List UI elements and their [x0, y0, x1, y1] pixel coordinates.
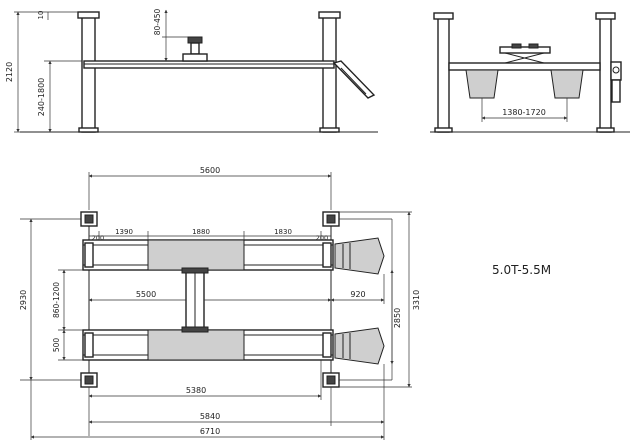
seg-edge-left-label: 200 — [92, 234, 104, 242]
bottom-inner-label: 5380 — [186, 386, 206, 395]
jack-saddle — [182, 36, 208, 62]
end-cross-beam — [448, 62, 601, 71]
end-view: 1380-1720 — [430, 12, 630, 133]
end-right-post — [599, 15, 612, 133]
left-post — [81, 13, 96, 133]
right-post — [322, 13, 337, 133]
end-left-post — [437, 15, 450, 133]
top-ramp — [334, 237, 385, 275]
saddle-travel-label: 80-450 — [153, 8, 162, 35]
bottom-ramp — [334, 327, 385, 365]
power-unit — [610, 61, 622, 81]
runway-width-label: 500 — [52, 338, 61, 353]
post-bottom-right — [322, 372, 340, 388]
bottom-overall-label: 6710 — [200, 427, 220, 436]
overall-outer-label: 5600 — [200, 166, 220, 175]
seg-edge-right-label: 200 — [316, 234, 328, 242]
left-runway-block — [465, 69, 499, 99]
seg-left-label: 1390 — [115, 228, 133, 236]
total-height-label: 2120 — [5, 62, 14, 82]
bottom-middle-label: 5840 — [200, 412, 220, 421]
plan-view: 5600 200 1390 1880 1830 200 5500 920 538… — [19, 166, 421, 440]
right-runway-block — [550, 69, 584, 99]
seg-mid-label: 1880 — [192, 228, 210, 236]
inner-length-label: 5500 — [136, 290, 156, 299]
post-top-right — [322, 211, 340, 227]
track-width-label: 1380-1720 — [502, 108, 546, 117]
post-top-left — [80, 211, 98, 227]
top-runway — [82, 239, 334, 271]
ramp-length-label: 920 — [350, 290, 365, 299]
drive-on-ramp — [332, 60, 376, 99]
end-jack — [499, 43, 551, 64]
bottom-runway — [82, 329, 334, 361]
top-offset-label: 10 — [37, 11, 45, 20]
runway-height-label: 240-1800 — [37, 78, 46, 117]
post-bottom-left — [80, 372, 98, 388]
side-view: 2120 10 240-1800 80-450 — [5, 8, 378, 133]
total-width-label: 2930 — [19, 290, 28, 310]
seg-right-label: 1830 — [274, 228, 292, 236]
right-outer-label: 3310 — [412, 290, 421, 310]
right-inner-label: 2850 — [393, 308, 402, 328]
runway-span-label: 860-1200 — [52, 282, 61, 318]
model-label: 5.0T-5.5M — [492, 263, 551, 277]
